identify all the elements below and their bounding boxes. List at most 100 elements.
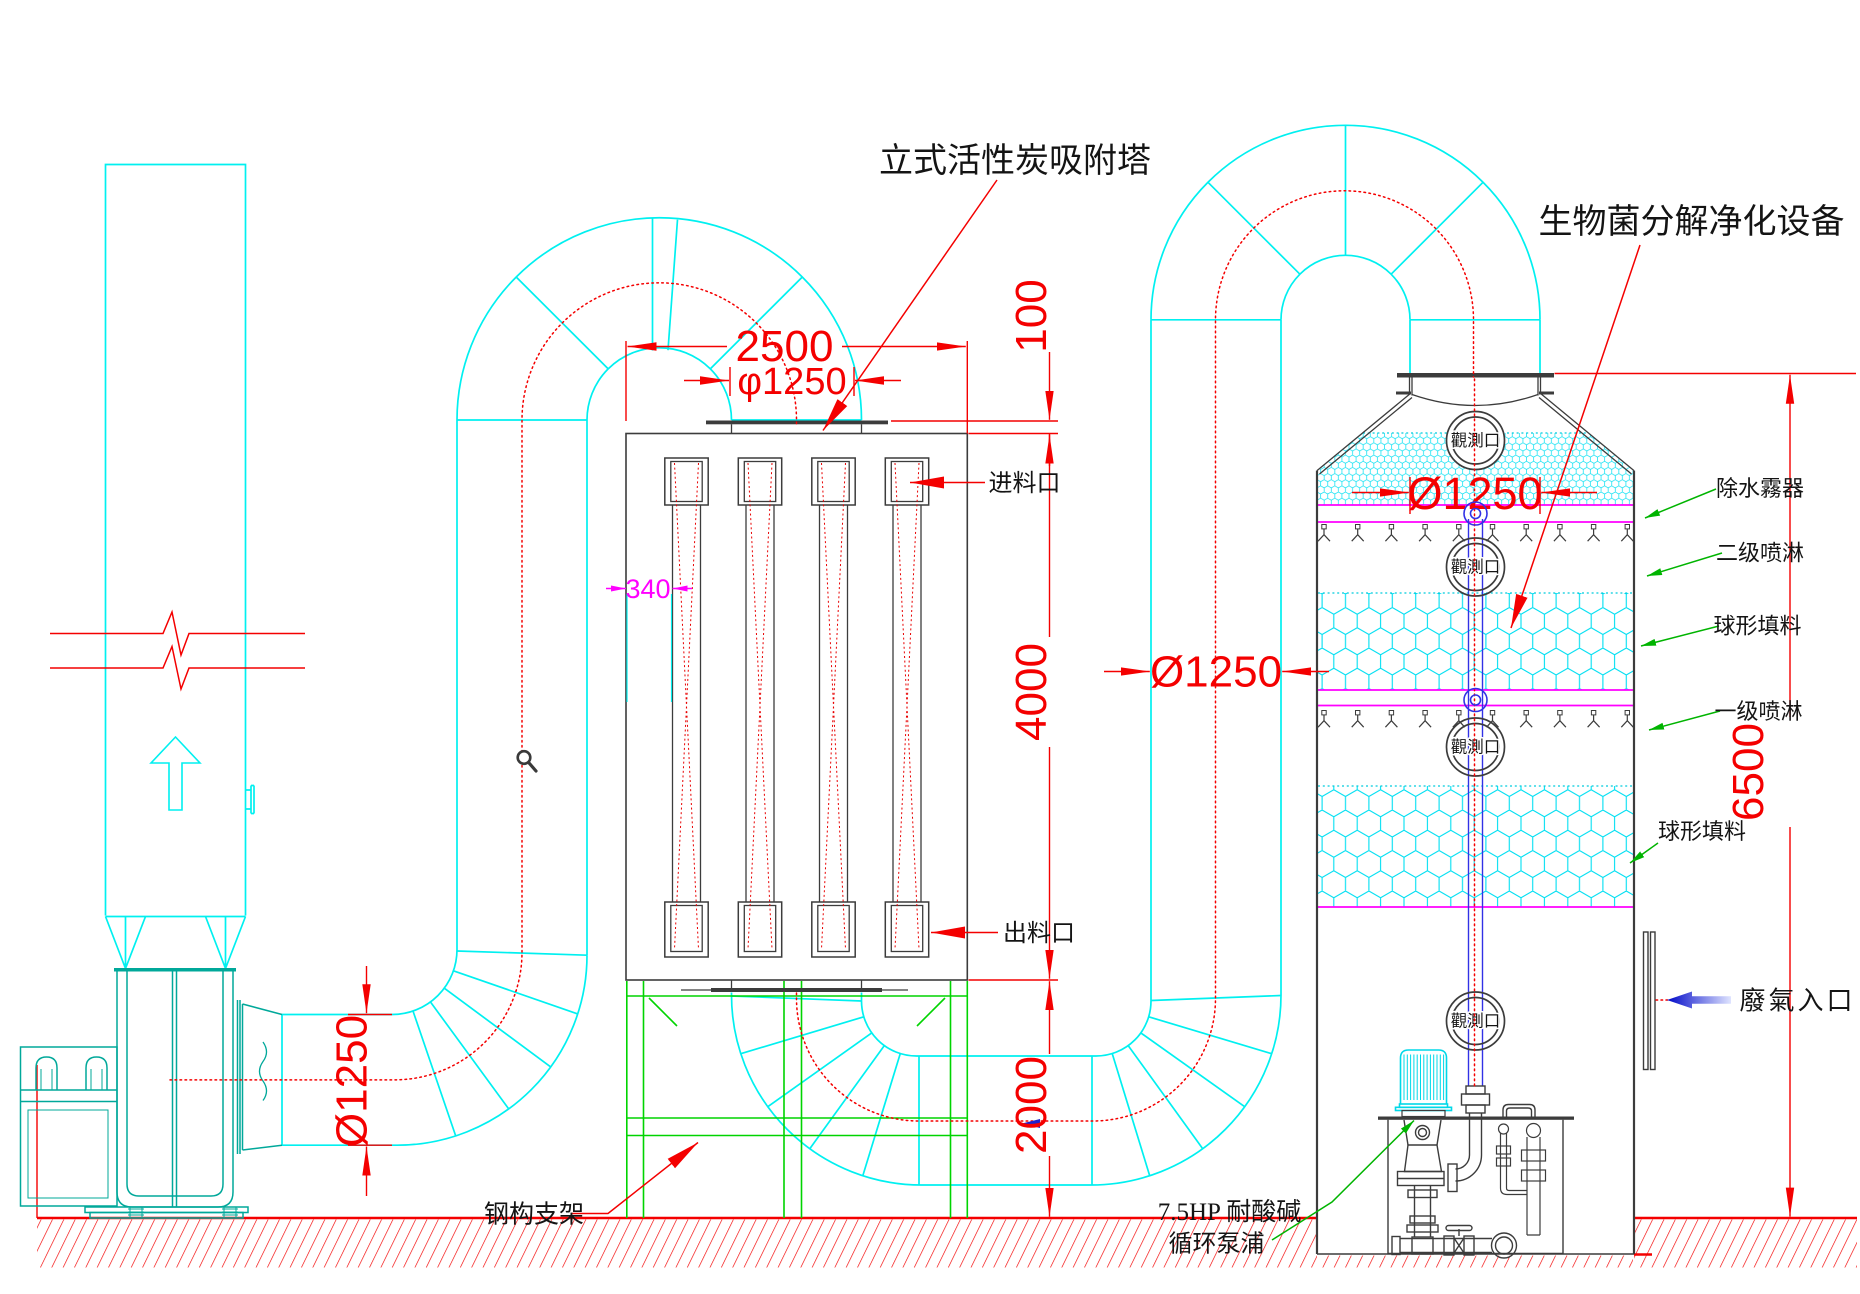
carbon-tower-shell [625,432,969,981]
pipe-end-elbow [1490,1232,1518,1259]
stack-break-symbol [50,609,305,692]
dim-cartridge-offset [606,585,692,702]
exhaust-stack [50,163,305,969]
packing-layer-lower [1318,786,1633,907]
dim-tower-height [968,433,1058,981]
observation-port-3-label: 觀測口 [1451,738,1501,757]
dim-tower-inlet-text: φ1250 [737,361,846,403]
primary-spray-label: 一级喷淋 [1714,699,1802,724]
leader-lines [571,179,1723,1241]
dim-bio-inlet-text: Ø1250 [1407,468,1542,519]
ground-hatch-right [1634,1219,1857,1268]
observation-ports [1445,410,1506,1051]
secondary-spray-label: 二级喷淋 [1716,541,1804,566]
stack-side-tap [245,784,255,815]
zoom-cursor-icon [516,749,538,773]
dim-bio-tower-height [1554,372,1856,1217]
duct-under-tower [730,992,922,1186]
bio-tower-shell [1315,373,1636,1254]
fan-housing-outer [116,971,234,1208]
observation-port-2-label: 觀測口 [1451,558,1501,577]
dim-fan-duct-text: Ø1250 [328,1015,377,1147]
text-layer: 立式活性炭吸附塔 生物菌分解净化设备 进料口 出料口 钢构支架 除水霧器 二级喷… [328,142,1855,1258]
pump-tank-plate [1378,1116,1574,1120]
stack-cone-right [204,916,247,969]
spray-header-end-2 [1463,501,1488,526]
adsorption-tower-title: 立式活性炭吸附塔 [879,142,1151,180]
centerline-carbon-to-bio [795,190,1475,1122]
dim-bio-tower-height-text: 6500 [1724,723,1773,821]
packing-lower-label: 球形填料 [1658,819,1746,844]
observation-port-1 [1445,410,1506,471]
fan-base-spring-2 [222,1207,238,1218]
stack-cone-left [104,916,147,969]
feed-inlet-label: 进料口 [989,470,1061,497]
level-instrument-pipes [1495,1122,1547,1236]
leader-demister [1644,488,1717,519]
waste-gas-inlet-flange [1642,931,1656,1071]
discharge-outlet-label: 出料口 [1003,920,1075,947]
waste-gas-flow-arrow [1667,991,1731,1009]
dim-tower-height-text: 4000 [1007,643,1056,741]
pump-eye [1414,1124,1431,1141]
carbon-tower-outlet-stub [730,980,863,988]
dim-cartridge-offset-text: 340 [625,574,670,604]
spray-header-end-1 [1463,687,1488,713]
dim-fan-duct [348,966,392,1196]
centrifugal-fan [19,968,283,1219]
duct-arch-bio-tower [1150,124,1541,321]
observation-port-2 [1445,537,1506,597]
pump-assembly [1378,1049,1574,1259]
pump-spec-line2: 循环泵浦 [1169,1231,1265,1258]
dim-tower-width [625,341,968,434]
packing-upper-label: 球形填料 [1713,614,1801,639]
demister-label: 除水霧器 [1716,476,1804,501]
fan-outlet-flange [114,968,236,972]
fan-inlet-cone [236,1000,283,1154]
observation-port-4-label: 觀測口 [1451,1012,1501,1031]
carbon-tower [625,420,969,992]
carbon-tower-inlet-stub [730,424,863,434]
fan-housing-inner [126,971,224,1197]
pump-motor [1394,1049,1453,1112]
dim-tower-inlet [684,367,901,396]
bottom-valve [1443,1224,1475,1256]
discharge-riser [1447,1085,1491,1193]
ground-hatch-under-tower [1318,1255,1633,1268]
fan-base-spring [128,1207,144,1219]
pump-spec-line1: 7.5HP 耐酸碱 [1158,1198,1302,1226]
steel-support-label: 钢构支架 [484,1201,584,1229]
leader-packing-lower [1629,842,1659,864]
bio-purifier-title: 生物菌分解净化设备 [1539,203,1845,241]
fan-flex-joint [258,1041,268,1101]
fan-shaft [171,971,178,1207]
dim-inlet-gap-text: 100 [1007,279,1056,352]
flow-direction-arrow [1022,1119,1040,1128]
duct-elbow-fan-riser [391,949,588,1147]
spray-riser-pipes [1467,519,1484,1086]
observation-port-4 [1445,991,1506,1051]
leader-adsorption-title [822,179,998,431]
leader-primary-spray [1648,710,1721,731]
leader-bio-title [1510,244,1641,629]
waste-gas-inlet-label: 廢氣入口 [1739,987,1855,1016]
spray-header-ends [1463,501,1488,713]
packing-layer-upper [1318,593,1633,690]
tank-handle [1502,1103,1536,1117]
bio-tower: 觀測口 觀測口 觀測口 觀測口 [1315,373,1656,1254]
leader-pump [1271,1119,1415,1241]
leader-packing-upper [1640,625,1720,647]
duct-elbow-right-leg [1090,994,1282,1186]
dim-right-duct-text: Ø1250 [1150,648,1282,697]
ground [36,1065,1857,1268]
support-frame [626,981,969,1218]
leader-secondary-spray [1646,552,1723,577]
fan-base [84,1206,249,1219]
dimensions [348,341,1856,1217]
dim-support-height-text: 2000 [1007,1056,1056,1154]
dim-tower-width-text: 2500 [736,322,834,371]
leader-steel-support [571,1141,699,1215]
ground-hatch-left [37,1219,1317,1268]
frame-brace-right [916,997,946,1027]
